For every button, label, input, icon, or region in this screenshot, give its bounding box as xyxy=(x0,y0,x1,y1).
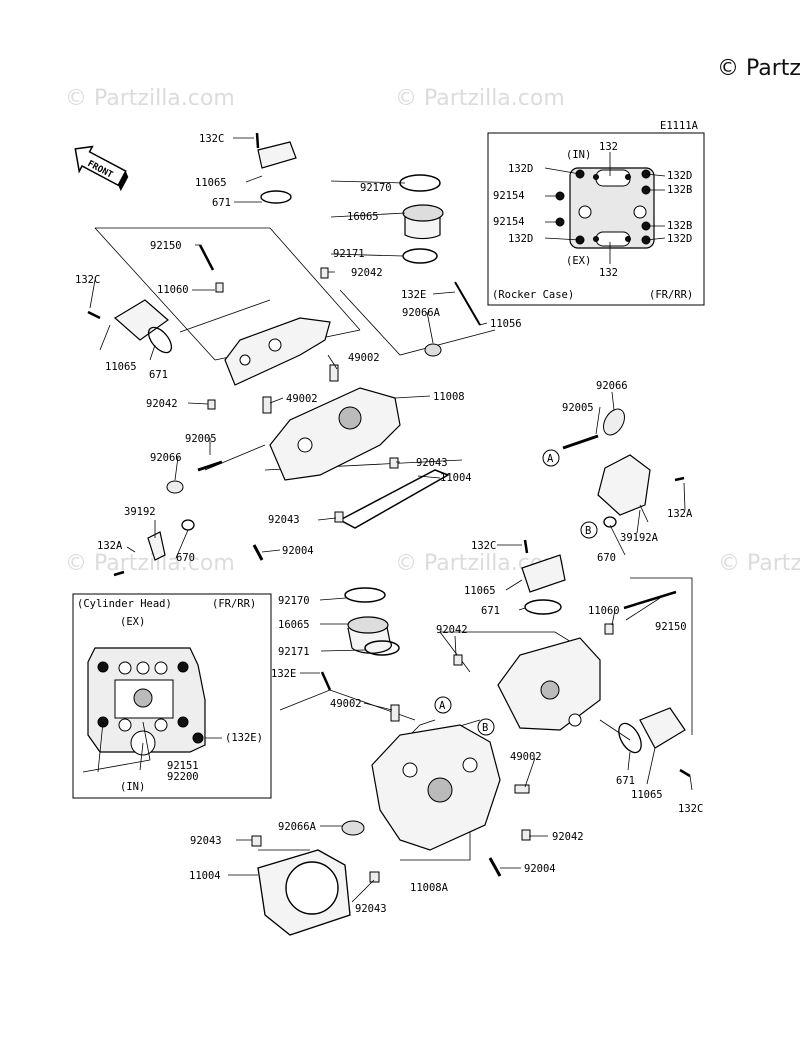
part-label: 132C xyxy=(678,803,703,815)
part-label: 92150 xyxy=(655,621,687,633)
callout-b-icon: B xyxy=(477,718,495,736)
rear-cylinder-assembly xyxy=(251,539,693,936)
watermark: © Partzilla.com xyxy=(395,86,565,111)
part-label: 11008A xyxy=(410,882,449,894)
part-label: 132 xyxy=(599,141,618,153)
part-label: 39192A xyxy=(620,532,659,544)
rocker-case-fr-rr: (FR/RR) xyxy=(649,289,693,301)
part-label: 92042 xyxy=(351,267,383,279)
part-label: 92066 xyxy=(596,380,628,392)
part-label: 92042 xyxy=(146,398,178,410)
part-label: 92066A xyxy=(402,307,441,319)
diagram-code: E1111A xyxy=(660,120,699,132)
part-label: 11060 xyxy=(157,284,189,296)
part-label: 11060 xyxy=(588,605,620,617)
cylinder-head-fr-rr: (FR/RR) xyxy=(212,598,256,610)
part-label: 49002 xyxy=(510,751,542,763)
part-label: 132D xyxy=(508,163,533,175)
part-label: 49002 xyxy=(330,698,362,710)
part-label: 16065 xyxy=(347,211,379,223)
part-label: 671 xyxy=(212,197,231,209)
part-label: 670 xyxy=(597,552,616,564)
part-label: 92150 xyxy=(150,240,182,252)
rocker-case-inset: (IN) 132 132D 92154 92154 132D 132D 132B… xyxy=(487,132,705,306)
callout-b-icon: B xyxy=(580,521,598,539)
part-label: 92151 xyxy=(167,760,199,772)
callout-a: A xyxy=(547,453,554,465)
part-label: 132A xyxy=(667,508,693,520)
part-label: 39192 xyxy=(124,506,156,518)
part-label: 92170 xyxy=(360,182,392,194)
cylinder-head-caption: (Cylinder Head) xyxy=(77,598,172,610)
part-label: 92042 xyxy=(552,831,584,843)
in-label: (IN) xyxy=(566,149,591,161)
cylinder-head-inset: (Cylinder Head) (FR/RR) (EX) (132E) 9215… xyxy=(72,593,272,799)
part-label: 92200 xyxy=(167,771,199,783)
part-label: 92004 xyxy=(524,863,556,875)
part-label: 92066A xyxy=(278,821,317,833)
ex-label: (EX) xyxy=(120,616,145,628)
part-label: 132D xyxy=(508,233,533,245)
part-label: 11004 xyxy=(189,870,221,882)
water-fitting-assembly xyxy=(562,408,685,528)
part-label: 49002 xyxy=(286,393,318,405)
part-label: 132D xyxy=(667,170,692,182)
part-label: 671 xyxy=(149,369,168,381)
part-label: 671 xyxy=(616,775,635,787)
part-label: 132E xyxy=(401,289,426,301)
ex-label: (EX) xyxy=(566,255,591,267)
part-label: 16065 xyxy=(278,619,310,631)
part-label: 92154 xyxy=(493,216,525,228)
part-label: 132B xyxy=(667,184,692,196)
part-label: 671 xyxy=(481,605,500,617)
callout-b: B xyxy=(482,722,488,734)
rocker-case-caption: (Rocker Case) xyxy=(492,289,574,301)
part-label: 92171 xyxy=(333,248,365,260)
part-label: 11008 xyxy=(433,391,465,403)
part-label: 92170 xyxy=(278,595,310,607)
part-label: 132C xyxy=(471,540,496,552)
callout-a-icon: A xyxy=(434,696,452,714)
watermark: © Partzilla.com xyxy=(65,551,235,576)
part-label: 92043 xyxy=(268,514,300,526)
in-label: (IN) xyxy=(120,781,145,793)
part-label: 92043 xyxy=(416,457,448,469)
part-label: 11065 xyxy=(195,177,227,189)
part-label: 11065 xyxy=(631,789,663,801)
part-label: 92042 xyxy=(436,624,468,636)
part-label: 670 xyxy=(176,552,195,564)
callout-a: A xyxy=(439,700,446,712)
part-label: 132B xyxy=(667,220,692,232)
part-label: 92171 xyxy=(278,646,310,658)
part-label: 132D xyxy=(667,233,692,245)
part-label: 11056 xyxy=(490,318,522,330)
part-label: 92066 xyxy=(150,452,182,464)
part-label: (132E) xyxy=(225,732,263,744)
copyright-text: © Partz xyxy=(717,56,800,81)
front-arrow-icon: FRONT xyxy=(74,145,129,192)
part-label: 132A xyxy=(97,540,123,552)
part-label: 11065 xyxy=(105,361,137,373)
watermark: © Partzilla.com xyxy=(718,551,800,576)
callout-a-icon: A xyxy=(542,449,560,467)
part-label: 92154 xyxy=(493,190,525,202)
part-label: 11065 xyxy=(464,585,496,597)
part-label: 92005 xyxy=(185,433,217,445)
part-label: 92043 xyxy=(355,903,387,915)
part-label: 132E xyxy=(271,668,296,680)
callout-b: B xyxy=(585,525,591,537)
part-label: 132 xyxy=(599,267,618,279)
part-label: 11004 xyxy=(440,472,472,484)
part-label: 92004 xyxy=(282,545,314,557)
part-label: 92005 xyxy=(562,402,594,414)
part-label: 132C xyxy=(199,133,224,145)
part-label: 132C xyxy=(75,274,100,286)
part-label: 49002 xyxy=(348,352,380,364)
front-cylinder-assembly xyxy=(87,132,496,577)
watermark: © Partzilla.com xyxy=(65,86,235,111)
part-label: 92043 xyxy=(190,835,222,847)
